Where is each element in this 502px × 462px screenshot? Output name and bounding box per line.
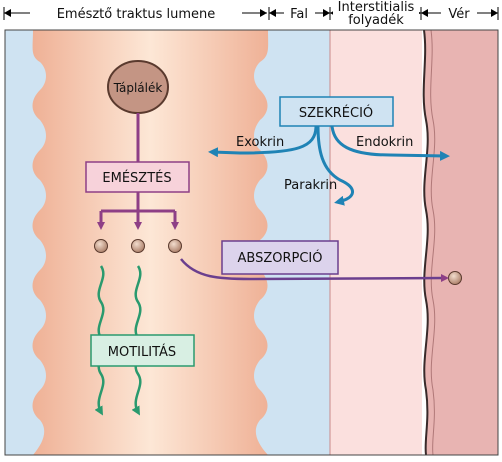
vessel-inner-line [430, 29, 436, 456]
nutrient-particle [168, 239, 182, 253]
motility-box [90, 334, 195, 367]
absorption-label: ABSZORPCIÓ [238, 250, 323, 266]
nutrient-particle [94, 239, 108, 253]
header-interstitial-line2: folyadék [348, 13, 404, 28]
exocrine-label: Exokrin [236, 135, 284, 150]
digestion-box [85, 161, 190, 193]
lumen-span-right-arrow [260, 9, 267, 17]
lumen-span-left-arrow [4, 9, 11, 17]
frame [4, 29, 499, 456]
nutrient-particle [131, 239, 145, 253]
exocrine-arrow [208, 125, 318, 158]
blood-region [423, 30, 498, 455]
vessel-wall [422, 29, 429, 456]
digestion-label: EMÉSZTÉS [102, 170, 171, 186]
header-interstitial-line1: Interstitialis [338, 0, 415, 15]
header-blood: Vér [448, 7, 470, 22]
absorbed-particle [448, 271, 462, 285]
header-lumen: Emésztő traktus lumene [57, 7, 216, 22]
header: Emésztő traktus lumene Fal Interstitiali… [3, 0, 499, 28]
endocrine-arrow [330, 125, 450, 161]
endocrine-label: Endokrin [356, 135, 413, 150]
paracrine-label: Parakrin [284, 178, 337, 193]
secretion-label: SZEKRÉCIÓ [299, 105, 373, 121]
header-wall: Fal [290, 7, 308, 22]
absorption-box [221, 240, 339, 275]
motility-label: MOTILITÁS [108, 344, 176, 360]
interstitial-region [330, 30, 422, 455]
absorption-arrow [180, 258, 449, 283]
digestion-branches [97, 192, 179, 230]
food-label: Táplálék [113, 81, 163, 95]
secretion-box [279, 96, 394, 127]
paracrine-arrow [316, 125, 354, 206]
